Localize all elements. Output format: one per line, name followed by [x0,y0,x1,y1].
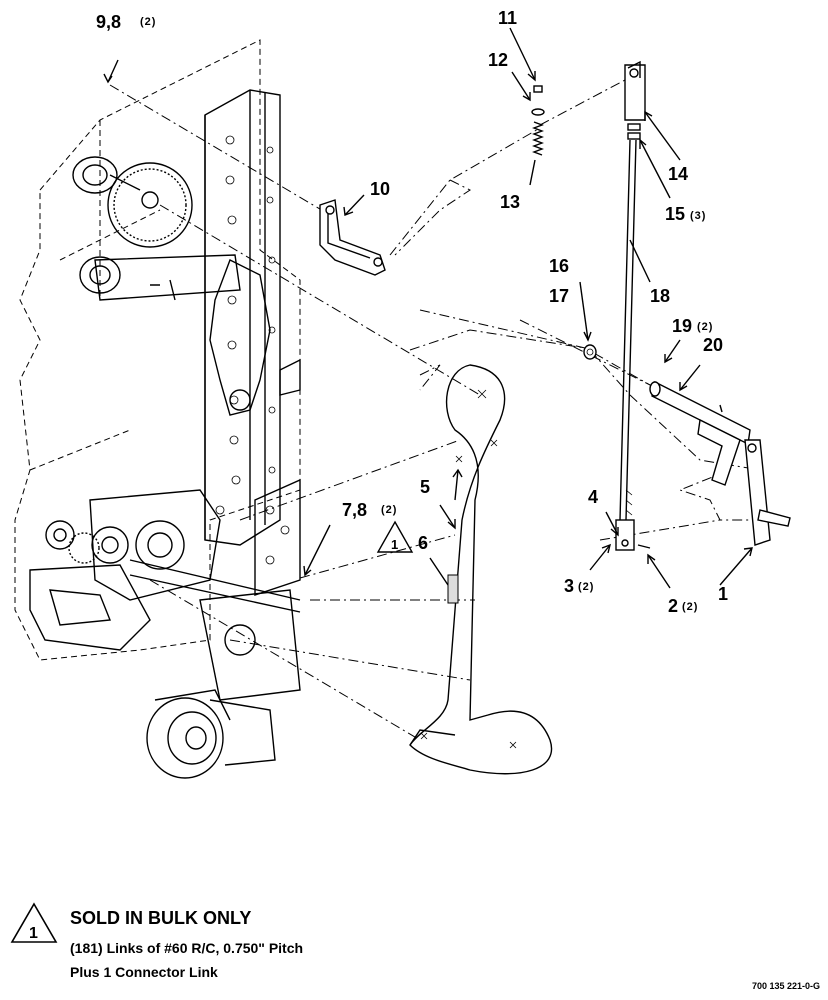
callout-14: 14 [668,164,688,184]
shaft-and-lever [649,380,791,546]
note-marker-triangle [376,520,414,553]
callout-12: 12 [488,50,508,70]
callout-4: 4 [588,487,598,507]
callout-6: 6 [418,533,428,553]
callout-3: 3 [564,576,574,596]
callout-5: 5 [420,477,430,497]
note-title: SOLD IN BULK ONLY [70,908,252,928]
callout-19: 19 [672,316,692,336]
callout-2-qty: (2) [682,601,698,613]
note-line-2: Plus 1 Connector Link [70,964,218,980]
callout-9-8-qty: (2) [140,16,156,28]
note-line-1: (181) Links of #60 R/C, 0.750" Pitch [70,940,304,956]
tension-rod [615,60,651,551]
callout-18: 18 [650,286,670,306]
callout-1: 1 [718,584,728,604]
callout-15-qty: (3) [690,210,706,222]
callout-2: 2 [668,596,678,616]
callout-17: 17 [549,286,569,306]
note-triangle-icon: 1 [10,902,58,943]
callout-19-qty: (2) [697,321,713,333]
callout-15: 15 [665,204,685,224]
callout-3-qty: (2) [578,581,594,593]
bushing-17 [583,344,597,360]
frame-assembly [14,39,301,779]
callout-7-8-qty: (2) [381,504,397,516]
spring-assembly [531,85,545,156]
note-marker-number: 1 [391,537,399,552]
callout-7-8: 7,8 [342,500,367,520]
figure-id: 700 135 221-0-G [751,981,820,991]
leader-arrows [103,27,753,589]
callout-9-8: 9,8 [96,12,121,32]
callout-16: 16 [549,256,569,276]
callout-20: 20 [703,335,723,355]
drive-chain [409,364,553,775]
callout-labels: 9,8 (2) 10 11 12 13 14 15 (3) 16 17 18 1… [96,8,728,616]
callout-13: 13 [500,192,520,212]
bracket-10 [319,199,386,276]
callout-11: 11 [498,8,517,28]
note-triangle-number: 1 [29,925,38,942]
callout-10: 10 [370,179,390,199]
